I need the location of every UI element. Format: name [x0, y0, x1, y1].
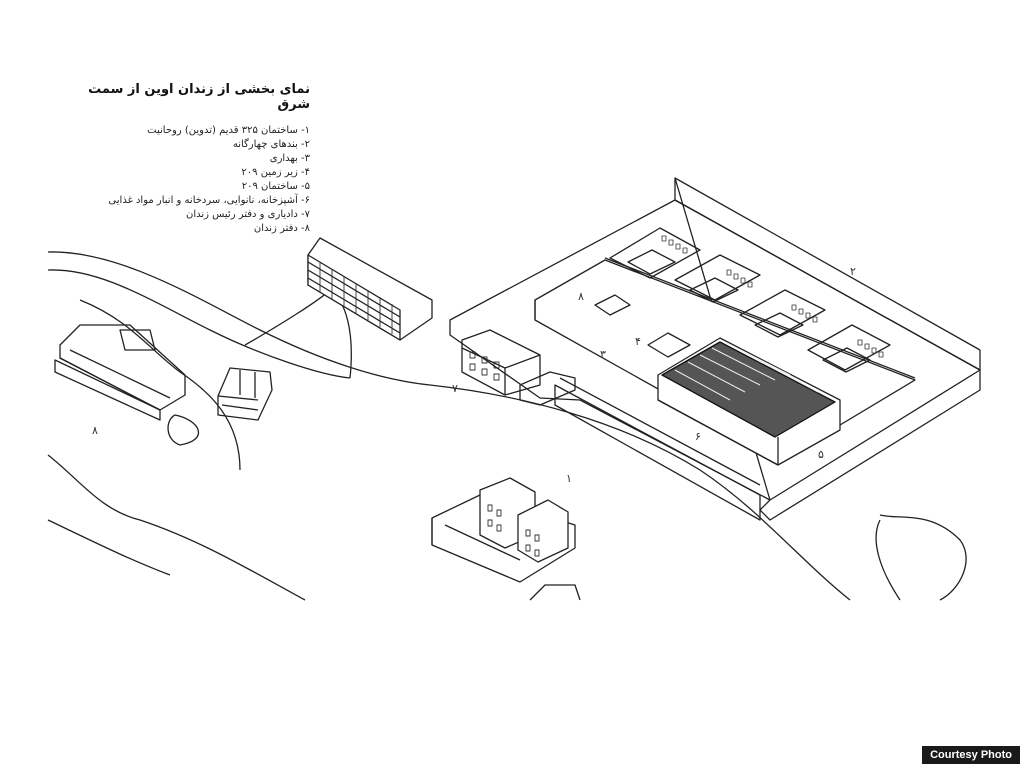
legend-item: ۳- بهداری: [269, 153, 310, 164]
photo-credit: Courtesy Photo: [922, 746, 1020, 764]
map-label-3: ۳: [600, 348, 606, 361]
map-label-6: ۶: [695, 430, 701, 443]
legend-item: ۱- ساختمان ۳۲۵ قدیم (تدوین) روحانیت: [147, 125, 310, 136]
legend-item: ۸- دفتر زندان: [253, 223, 310, 234]
map-label-8b: ۸: [92, 424, 98, 437]
building-6-kitchen: [657, 337, 841, 466]
map-label-7: ۷: [452, 382, 458, 395]
legend-item: ۴- زیر زمین ۲۰۹: [241, 167, 310, 178]
main-compound-wall: [449, 177, 981, 521]
legend-item: ۲- بندهای چهارگانه: [232, 139, 310, 150]
building-7-admin: [461, 329, 576, 406]
legend-item: ۵- ساختمان ۲۰۹: [241, 181, 310, 192]
terrain-lines: [47, 251, 967, 601]
map-labels: ۱ ۲ ۳ ۴ ۵ ۶ ۷ ۸ ۸: [92, 265, 856, 485]
map-label-1: ۱: [566, 472, 572, 485]
diagram-title: نمای بخشی از زندان اوین از سمت شرق: [88, 82, 310, 112]
map-label-2: ۲: [850, 265, 856, 278]
building-7-hill: [307, 237, 433, 341]
small-building-road: [217, 367, 273, 421]
map-label-8a: ۸: [578, 290, 584, 303]
building-1: [431, 477, 576, 583]
legend-item: ۷- دادیاری و دفتر رئیس زندان: [185, 209, 310, 220]
legend-item: ۶- آشپزخانه، نانوایی، سردخانه و انبار مو…: [108, 195, 310, 206]
building-8: [54, 324, 186, 421]
map-label-4: ۴: [635, 335, 641, 348]
legend-list: ۱- ساختمان ۳۲۵ قدیم (تدوین) روحانیت ۲- ب…: [70, 124, 310, 236]
map-label-5: ۵: [818, 448, 824, 461]
